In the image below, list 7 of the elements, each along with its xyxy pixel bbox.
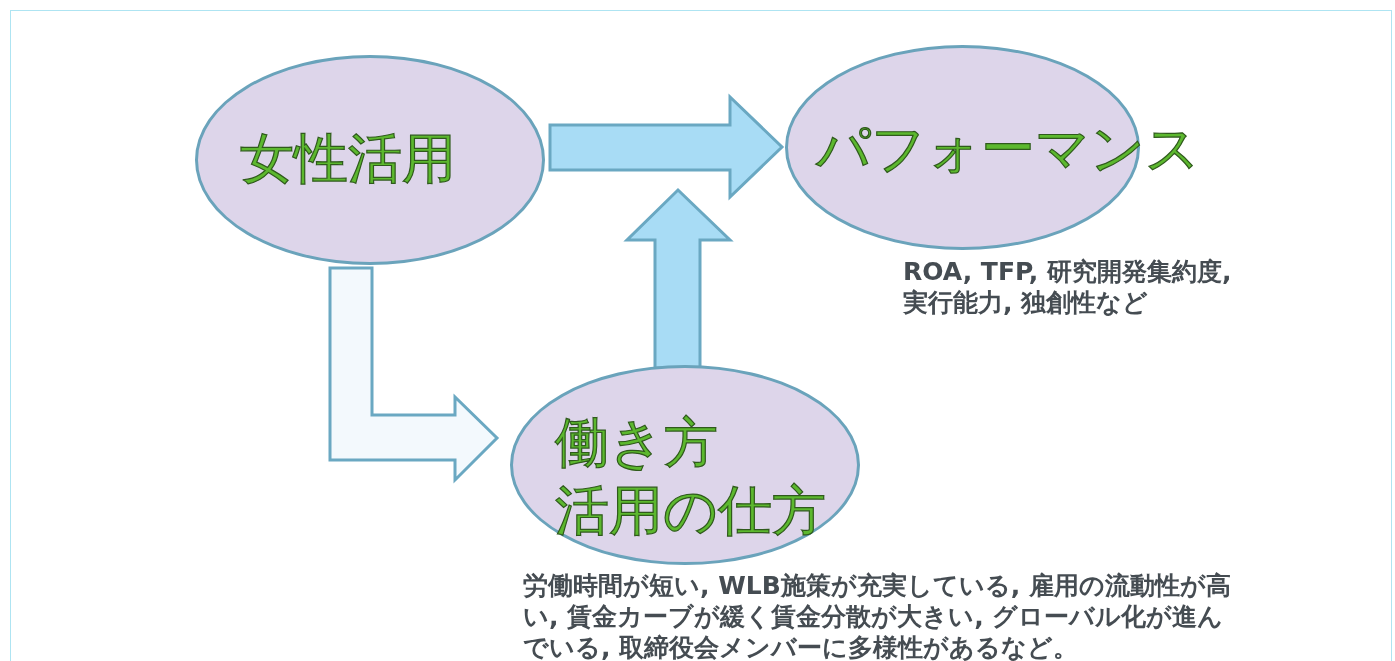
block-arrow xyxy=(548,93,785,201)
block-arrow xyxy=(328,266,500,484)
node-title: 女性活用 xyxy=(240,126,456,192)
node-title: 働き方 xyxy=(555,410,718,476)
note-text: 労働時間が短い, WLB施策が充実している, 雇用の流動性が高い, 賃金カーブが緩く賃金分散が大きい, グローバル化が進んでいる, 取締役会メンバーに多様性があるなど。 xyxy=(523,570,1232,661)
note-text: ROA, TFP, 研究開発集約度, 実行能力, 独創性など xyxy=(903,256,1233,318)
node-title: 活用の仕方 xyxy=(555,478,826,544)
